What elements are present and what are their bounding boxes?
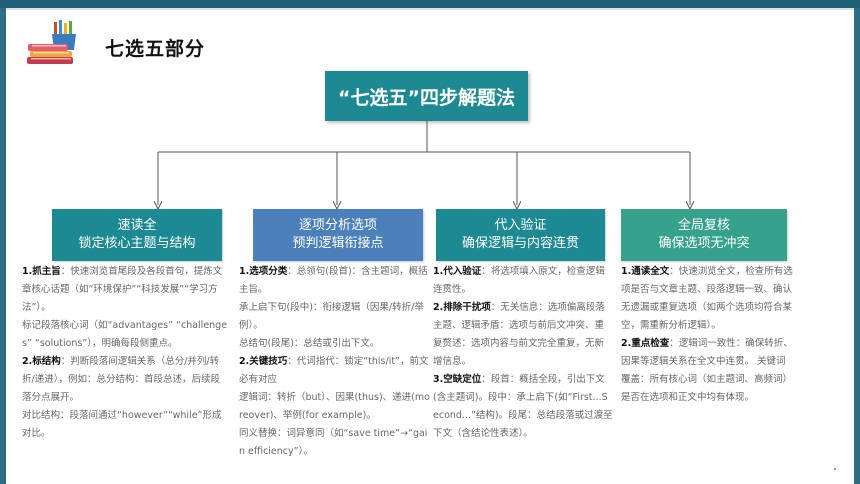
step-box-3: 代入验证 确保逻辑与内容连贯 [436, 209, 605, 261]
header-bar [0, 0, 860, 8]
step-2-details: 1.选项分类：总领句(段首)：含主题词，概括主旨。 承上启下句(段中)：衔接逻辑… [239, 263, 431, 461]
step-1-para-1: 1.抓主旨：快速浏览首尾段及各段首句，提炼文章核心话题（如“环境保护”“科技发展… [22, 266, 223, 313]
step-2-para-3: 总结句(段尾)：总结或引出下文。 [239, 338, 380, 349]
corner-dot [834, 468, 836, 470]
step-2-para-1: 1.选项分类：总领句(段首)：含主题词，概括主旨。 [239, 266, 428, 295]
section-title: 七选五部分 [105, 38, 206, 60]
top-edge [0, 8, 860, 10]
step-4-title-line2: 确保选项无冲突 [658, 236, 750, 251]
step-box-4: 全局复核 确保选项无冲突 [621, 209, 787, 261]
step-3-title-line1: 代入验证 [494, 218, 547, 233]
step-4-para-2: 2.重点检查：逻辑词一致性：确保转折、因果等逻辑关系在全文中连贯。 关键词覆盖：… [621, 338, 793, 403]
step-1-para-4: 对比结构：段落间通过“however”“while”形成对比。 [22, 410, 222, 439]
books-and-pencils-logo [27, 20, 76, 64]
step-3-para-2: 2.排除干扰项：无关信息：选项偏离段落主题、逻辑矛盾：选项与前后文冲突、重复赘述… [433, 302, 605, 367]
step-box-2: 逐项分析选项 预判逻辑衔接点 [253, 209, 423, 261]
step-1-title-line1: 速读全 [117, 218, 157, 233]
step-3-details: 1.代入验证：将选项填入原文，检查逻辑连贯性。 2.排除干扰项：无关信息：选项偏… [433, 263, 613, 443]
step-1-para-2: 标记段落核心词（如“advantages” “challenges” “solu… [22, 320, 228, 349]
step-3-para-1: 1.代入验证：将选项填入原文，检查逻辑连贯性。 [433, 266, 605, 295]
step-box-1: 速读全 锁定核心主题与结构 [52, 209, 222, 261]
main-title: “七选五”四步解题法 [325, 71, 528, 121]
step-2-para-5: 逻辑词：转折（but）、因果(thus)、递进(moreover)、举例(for… [239, 392, 430, 421]
step-4-details: 1.通读全文：快速浏览全文，检查所有选项是否与文章主题、段落逻辑一致、确认无遗漏… [621, 263, 795, 407]
step-1-details: 1.抓主旨：快速浏览首尾段及各段首句，提炼文章核心话题（如“环境保护”“科技发展… [22, 263, 228, 443]
step-1-title-line2: 锁定核心主题与结构 [78, 236, 196, 251]
step-1-para-3: 2.标结构：判断段落间逻辑关系（总分/并列/转折/递进），例如：总分结构：首段总… [22, 356, 220, 403]
step-4-title-line1: 全局复核 [677, 218, 730, 233]
step-2-para-4: 2.关键技巧：代词指代：锁定“this/it”，前文必有对应 [239, 356, 429, 385]
step-2-para-6: 同义替换：词异意同（如“save time”→“gain efficiency”… [239, 428, 428, 457]
right-edge [854, 8, 860, 484]
step-2-title-line2: 预判逻辑衔接点 [292, 236, 384, 251]
step-3-para-3: 3.空缺定位：段首：概括全段，引出下文(含主题词)。段中：承上启下(如“Firs… [433, 374, 613, 439]
step-2-title-line1: 逐项分析选项 [298, 218, 377, 233]
step-2-para-2: 承上启下句(段中)：衔接逻辑（因果/转折/举例）。 [239, 302, 424, 331]
step-4-para-1: 1.通读全文：快速浏览全文，检查所有选项是否与文章主题、段落逻辑一致、确认无遗漏… [621, 266, 793, 331]
left-edge [0, 8, 6, 484]
step-3-title-line2: 确保逻辑与内容连贯 [461, 236, 579, 251]
